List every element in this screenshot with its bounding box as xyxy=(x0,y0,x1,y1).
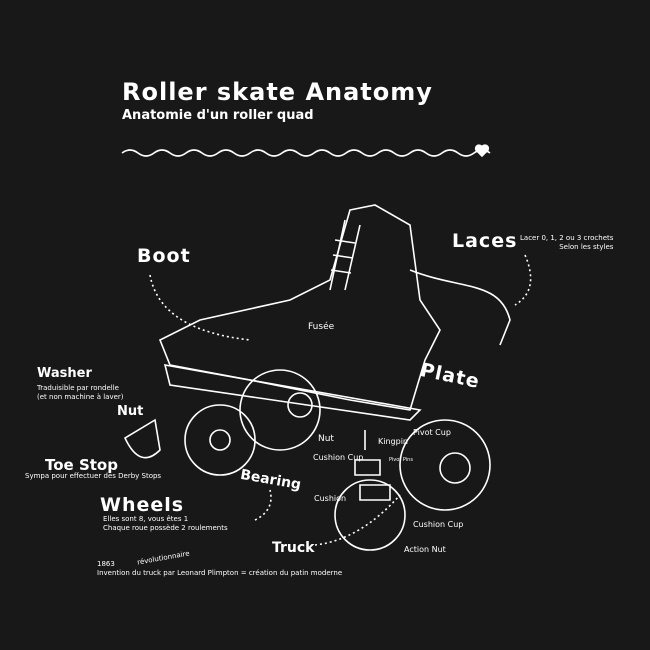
toe-stop xyxy=(123,418,161,459)
dotted-arrows xyxy=(149,254,532,546)
toe-stop-note: Sympa pour effectuer des Derby Stops xyxy=(25,472,162,480)
label-cushion-cup-bottom: Cushion Cup xyxy=(413,520,464,529)
label-cushion: Cushion xyxy=(314,494,347,503)
label-cushion-cup-top: Cushion Cup xyxy=(313,453,364,462)
label-truck-nut: Nut xyxy=(318,434,334,444)
label-truck: Truck xyxy=(272,540,315,556)
laces-detail xyxy=(329,219,361,291)
wheel xyxy=(334,479,406,551)
label-action-nut: Action Nut xyxy=(404,545,446,554)
page-title: Roller skate Anatomy xyxy=(122,78,433,106)
heart-icon xyxy=(474,144,490,158)
label-boot: Boot xyxy=(137,245,191,267)
label-washer: Washer xyxy=(37,366,92,381)
label-wheels: Wheels xyxy=(100,494,185,516)
label-kingpin: Kingpin xyxy=(378,437,408,446)
page-subtitle: Anatomie d'un roller quad xyxy=(122,108,314,123)
label-pivot-pin: Pivot Pins xyxy=(389,457,413,463)
boot-outline xyxy=(158,204,441,411)
label-nut: Nut xyxy=(117,404,144,419)
truck-parts xyxy=(354,430,391,501)
wheel xyxy=(239,369,321,451)
label-toe-stop: Toe Stop xyxy=(45,456,118,474)
history-text: Invention du truck par Leonard Plimpton … xyxy=(97,569,343,577)
washer-note: Traduisible par rondelle(et non machine … xyxy=(37,384,124,401)
plate-outline xyxy=(163,363,422,421)
wheel xyxy=(184,404,256,476)
wave-divider xyxy=(121,149,491,157)
label-pivot-cup: Pivot Cup xyxy=(413,428,451,437)
lace-strand xyxy=(409,269,511,346)
label-fusee: Fusée xyxy=(308,322,335,332)
wheel xyxy=(399,419,491,511)
label-laces: Laces xyxy=(452,230,518,252)
history-year: 1863 xyxy=(97,560,115,568)
